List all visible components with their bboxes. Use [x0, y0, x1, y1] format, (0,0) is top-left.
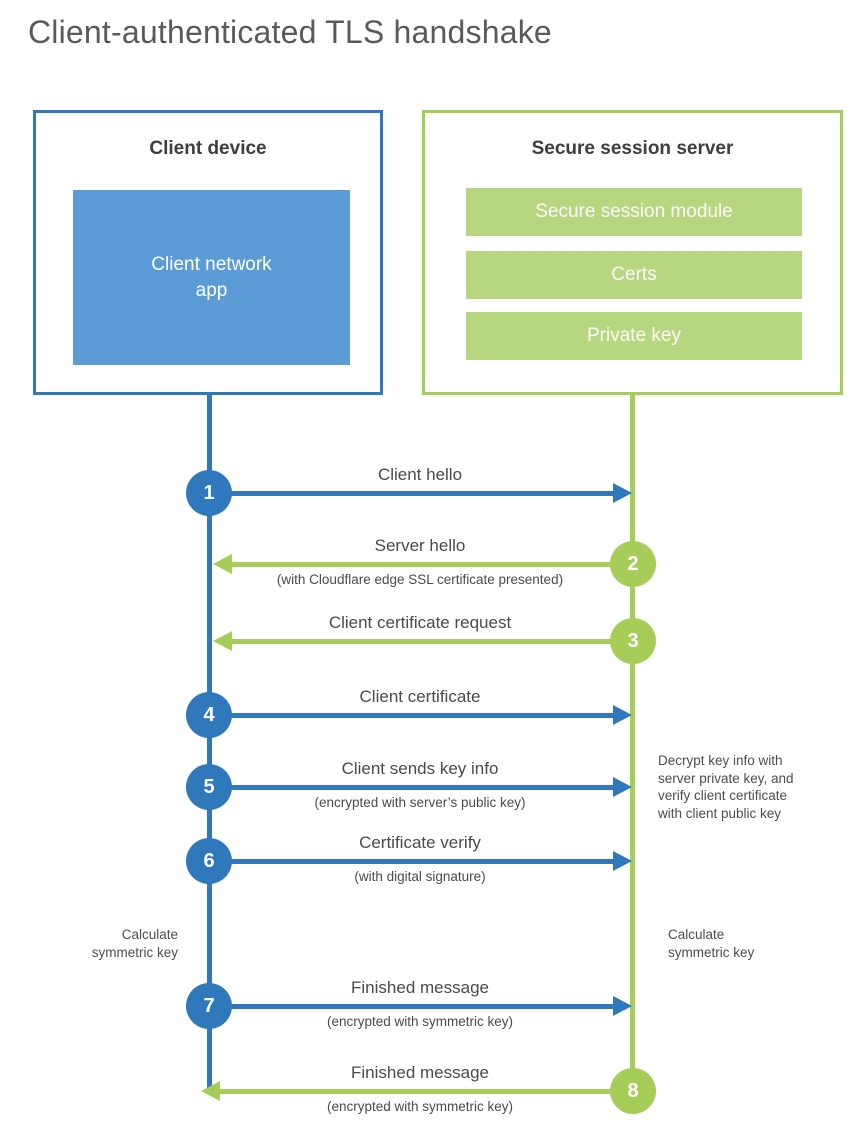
step-6-subtext: (with digital signature) — [354, 869, 486, 884]
step-8-number: 8 — [627, 1079, 639, 1102]
step-4-arrow-shaft — [209, 713, 613, 718]
server-lifeline — [630, 394, 635, 1092]
step-3-arrowhead-icon — [213, 631, 232, 651]
step-5-arrowhead-icon — [613, 777, 632, 797]
step-5-number: 5 — [203, 775, 215, 798]
secure-session-server-box: Secure session server Secure session mod… — [422, 110, 843, 395]
secure-session-server-title: Secure session server — [531, 138, 734, 159]
step-2-badge: 2 — [610, 541, 656, 587]
step-6-number: 6 — [203, 849, 215, 872]
step-8-arrowhead-icon — [201, 1081, 220, 1101]
step-5-subtext: (encrypted with server’s public key) — [314, 795, 526, 810]
step-3-arrow-shaft — [231, 639, 633, 644]
step-8-label: Finished message — [351, 1063, 489, 1082]
step-3-label: Client certificate request — [328, 613, 512, 632]
step-8-badge: 8 — [610, 1068, 656, 1114]
page-title: Client-authenticated TLS handshake — [28, 14, 552, 50]
client-device-title: Client device — [149, 138, 267, 159]
step-2-arrowhead-icon — [213, 554, 232, 574]
server-module-bar-certs: Certs — [466, 251, 802, 299]
step-6-arrow-shaft — [209, 859, 613, 864]
step-4-number: 4 — [203, 703, 215, 726]
step-4-badge: 4 — [186, 692, 232, 738]
note-calculate-symmetric-key-server: Calculate symmetric key — [668, 927, 755, 960]
step-6-badge: 6 — [186, 838, 232, 884]
step-7-number: 7 — [203, 994, 215, 1017]
step-1-label: Client hello — [377, 465, 463, 484]
step-1-badge: 1 — [186, 470, 232, 516]
step-1-arrowhead-icon — [613, 483, 632, 503]
step-7-subtext: (encrypted with symmetric key) — [326, 1014, 514, 1029]
step-8-arrow-shaft — [219, 1089, 633, 1094]
step-3-number: 3 — [627, 629, 639, 652]
note-calculate-symmetric-key-client: Calculate symmetric key — [91, 927, 178, 960]
step-5-badge: 5 — [186, 764, 232, 810]
step-1-number: 1 — [203, 481, 215, 504]
step-2-number: 2 — [627, 552, 639, 575]
step-4-label: Client certificate — [359, 687, 481, 706]
step-8-subtext: (encrypted with symmetric key) — [326, 1099, 514, 1114]
step-7-label: Finished message — [351, 978, 489, 997]
step-1-arrow-shaft — [209, 491, 613, 496]
step-2-arrow-shaft — [231, 562, 633, 567]
step-2-label: Server hello — [374, 536, 466, 555]
step-5-arrow-shaft — [209, 785, 613, 790]
step-5-label: Client sends key info — [341, 759, 499, 778]
step-6-arrowhead-icon — [613, 851, 632, 871]
step-4-arrowhead-icon — [613, 705, 632, 725]
client-network-app-box: Client network app — [73, 190, 350, 365]
step-7-badge: 7 — [186, 983, 232, 1029]
step-7-arrowhead-icon — [613, 996, 632, 1016]
step-3-badge: 3 — [610, 618, 656, 664]
step-2-subtext: (with Cloudflare edge SSL certificate pr… — [276, 572, 564, 587]
step-7-arrow-shaft — [209, 1004, 613, 1009]
client-lifeline — [207, 394, 212, 1093]
server-module-bar-secure-session: Secure session module — [466, 188, 802, 236]
step-6-label: Certificate verify — [359, 833, 481, 852]
client-device-box: Client device Client network app — [33, 110, 383, 395]
note-decrypt-key-info: Decrypt key info with server private key… — [658, 753, 794, 821]
server-module-bar-private-key: Private key — [466, 312, 802, 360]
